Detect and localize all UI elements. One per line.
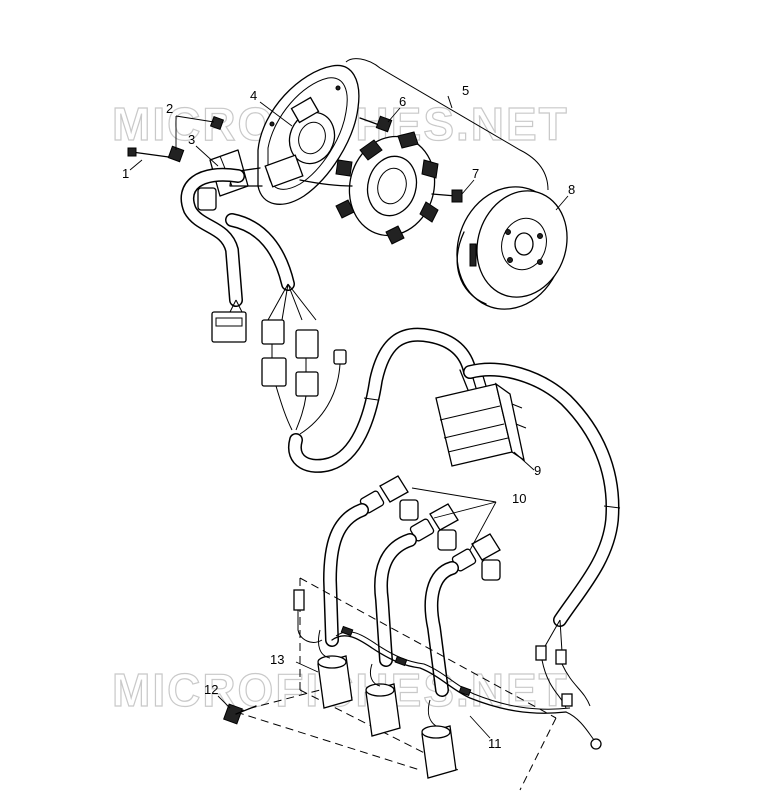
callout-10: 10 (512, 491, 526, 506)
callout-1: 1 (122, 166, 129, 181)
stator-coil (299, 131, 439, 245)
ht-leads (323, 503, 459, 697)
callout-4: 4 (250, 88, 257, 103)
callout-5: 5 (462, 83, 469, 98)
bolt-part-6 (359, 115, 393, 133)
callout-8: 8 (568, 182, 575, 197)
callout-11: 11 (488, 736, 502, 751)
ignition-coils (293, 589, 457, 779)
callout-2: 2 (166, 101, 173, 116)
callout-13: 13 (270, 652, 284, 667)
part-5-bracket (345, 58, 549, 191)
callout-3: 3 (188, 132, 195, 147)
ground-lead-wire (331, 625, 602, 750)
callout-9: 9 (534, 463, 541, 478)
washer-part-2 (167, 115, 225, 163)
part-5-pointer (447, 95, 453, 109)
callout-6: 6 (399, 94, 406, 109)
bolt-part-12 (223, 703, 257, 725)
flywheel (456, 186, 568, 310)
part-10-pointer (411, 487, 497, 551)
callout-7: 7 (472, 166, 479, 181)
cdi-module (435, 365, 527, 467)
stator-wire-harness (180, 167, 347, 435)
stator-plate (229, 64, 360, 205)
callout-12: 12 (204, 682, 218, 697)
ignition-coil-group-outline (235, 577, 557, 791)
main-cable (287, 327, 477, 473)
bolt-part-7 (431, 189, 463, 203)
leader-lines (129, 101, 569, 739)
part-callouts: 1 2 3 4 5 6 7 8 9 10 11 12 13 (122, 83, 575, 751)
cdi-output-cable (463, 362, 621, 709)
